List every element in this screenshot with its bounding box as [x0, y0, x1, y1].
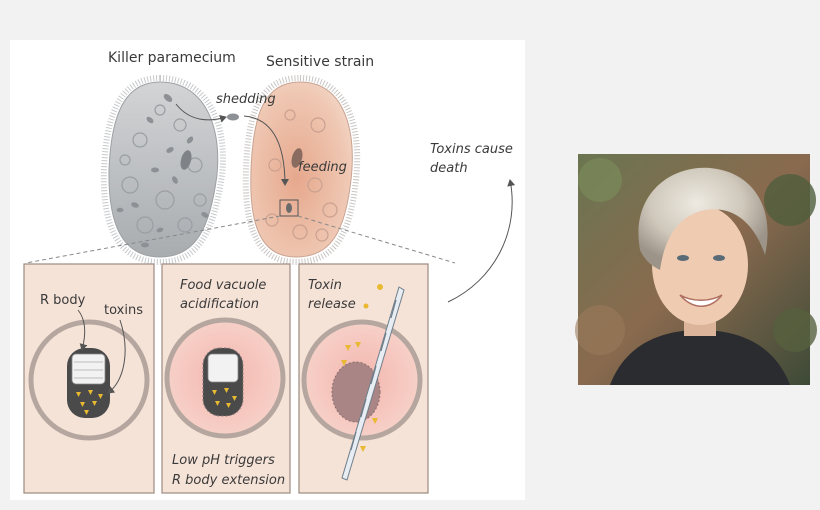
side-label-line2: death: [430, 161, 468, 176]
panel-acidification: Food vacuole acidification Low pH trigge…: [161, 263, 291, 494]
shed-particle: [227, 113, 239, 121]
toxin-release-line2: release: [308, 297, 356, 312]
sensitive-label: Sensitive strain: [266, 54, 374, 70]
r-body-label: R body: [40, 293, 86, 308]
shedding-arrow: [175, 103, 227, 123]
zoom-box: [279, 199, 299, 217]
side-label-line1: Toxins cause: [430, 142, 513, 157]
panel-r-body: R body toxins: [23, 263, 155, 494]
toxins-label: toxins: [104, 303, 143, 318]
feeding-arrow: [243, 115, 289, 186]
acidification-line2: acidification: [180, 297, 259, 312]
low-ph-line2: R body extension: [172, 473, 285, 488]
shedding-label: shedding: [216, 92, 276, 107]
killer-paramecium: [100, 74, 226, 266]
sensitive-paramecium: [242, 74, 361, 266]
panel-toxin-release: Toxin release: [298, 263, 429, 494]
low-ph-line1: Low pH triggers: [172, 453, 275, 468]
shed-r-body: [163, 94, 173, 102]
feeding-label: feeding: [298, 160, 347, 175]
toxin-release-line1: Toxin: [308, 278, 342, 293]
death-arrow: [447, 179, 516, 303]
zoom-line-left: [25, 215, 281, 264]
acidification-line1: Food vacuole: [180, 278, 266, 293]
zoom-line-right: [297, 215, 456, 264]
woman-portrait-photo: [575, 154, 817, 385]
killer-label: Killer paramecium: [108, 50, 236, 66]
